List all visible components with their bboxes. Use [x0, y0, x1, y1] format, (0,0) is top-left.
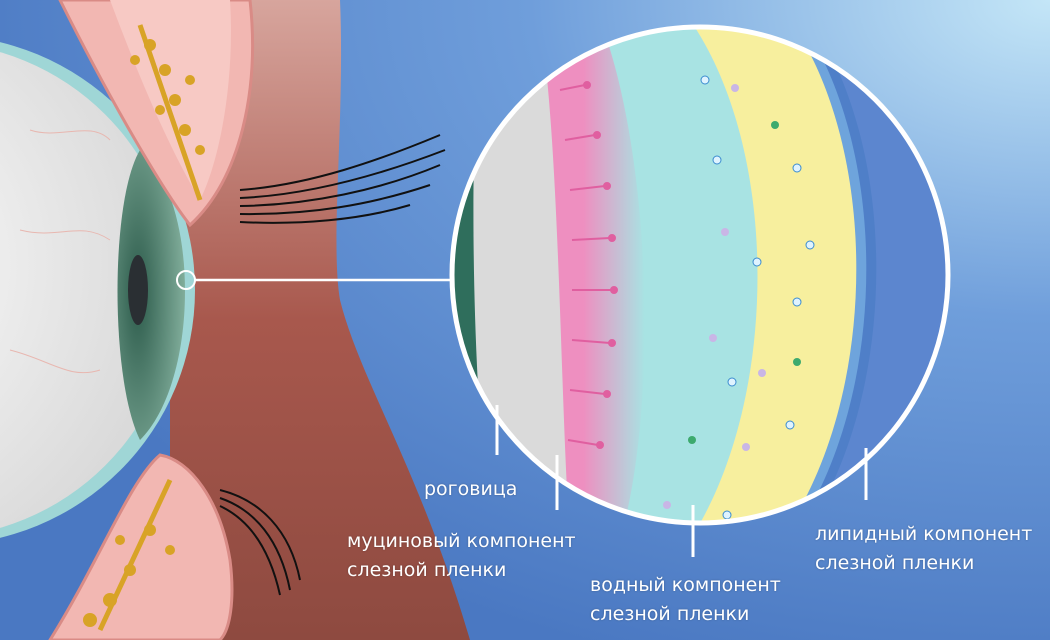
- upper-eyelid: [58, 0, 254, 228]
- magnifier-ring: [449, 24, 951, 526]
- label-aqueous-line2: слезной пленки: [590, 603, 750, 625]
- label-aqueous-line1: водный компонент: [590, 574, 781, 596]
- label-lipid: липидный компонент слезной пленки: [815, 520, 1032, 578]
- eyelid-tissue: [170, 0, 470, 640]
- label-lipid-line1: липидный компонент: [815, 523, 1033, 545]
- label-lipid-line2: слезной пленки: [815, 552, 975, 574]
- magnified-tear-film: [452, 27, 948, 523]
- label-aqueous: водный компонент слезной пленки: [590, 571, 781, 629]
- upper-eyelashes: [239, 134, 446, 224]
- aqueous-particles: [663, 75, 815, 520]
- iris: [117, 150, 185, 440]
- label-mucin: муциновый компонент слезной пленки: [347, 527, 576, 585]
- label-mucin-line2: слезной пленки: [347, 559, 507, 581]
- label-mucin-line1: муциновый компонент: [347, 530, 576, 552]
- pupil: [128, 255, 148, 325]
- lower-eyelid: [48, 453, 234, 640]
- label-ticks: [495, 405, 868, 557]
- lower-eyelashes: [219, 489, 301, 596]
- label-cornea: роговица: [424, 478, 518, 500]
- eyeball: [0, 42, 195, 538]
- mucin-strands: [559, 81, 618, 449]
